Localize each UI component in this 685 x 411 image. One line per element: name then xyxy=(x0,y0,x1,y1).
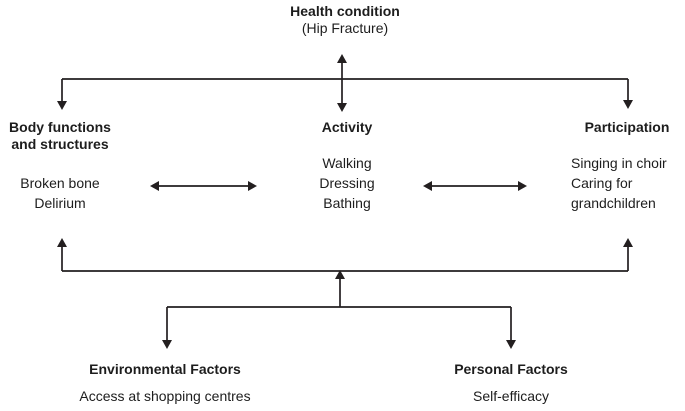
participation-item: Caring for grandchildren xyxy=(571,175,656,211)
health-condition-subtitle: (Hip Fracture) xyxy=(301,20,389,36)
double-arrow-health-activity xyxy=(337,54,347,112)
arrow-to-personal-factors xyxy=(506,307,516,349)
activity-item: Dressing xyxy=(319,175,375,191)
activity-item: Bathing xyxy=(323,195,371,211)
body-functions-title: Body functions and structures xyxy=(9,119,111,152)
body-functions-items: Broken bone Delirium xyxy=(0,173,120,213)
participation-title: Participation xyxy=(584,119,670,135)
participation-items: Singing in choir Caring for grandchildre… xyxy=(571,153,685,213)
double-arrow-activity-participation xyxy=(423,181,527,191)
environmental-factors-title: Environmental Factors xyxy=(89,361,241,377)
arrow-contextual-to-activity xyxy=(335,270,345,307)
arrow-to-body-functions xyxy=(57,79,67,110)
arrow-contextual-to-participation xyxy=(623,238,633,271)
participation-item: Singing in choir xyxy=(571,155,667,171)
body-functions-item: Broken bone xyxy=(20,175,100,191)
health-condition-title: Health condition xyxy=(290,3,400,19)
double-arrow-bodyfunctions-activity xyxy=(150,181,257,191)
arrow-to-participation xyxy=(623,79,633,109)
personal-factors-title: Personal Factors xyxy=(454,361,568,377)
arrow-to-environmental-factors xyxy=(162,307,172,349)
environmental-factors-items: Access at shopping centres xyxy=(45,386,285,406)
activity-title: Activity xyxy=(321,119,373,135)
arrow-contextual-to-bodyfunctions xyxy=(57,238,67,271)
personal-factors-item: Self-efficacy xyxy=(473,388,549,404)
activity-items: Walking Dressing Bathing xyxy=(287,153,407,213)
environmental-factors-item: Access at shopping centres xyxy=(79,388,251,404)
personal-factors-items: Self-efficacy xyxy=(401,386,621,406)
body-functions-item: Delirium xyxy=(34,195,86,211)
activity-item: Walking xyxy=(322,155,372,171)
